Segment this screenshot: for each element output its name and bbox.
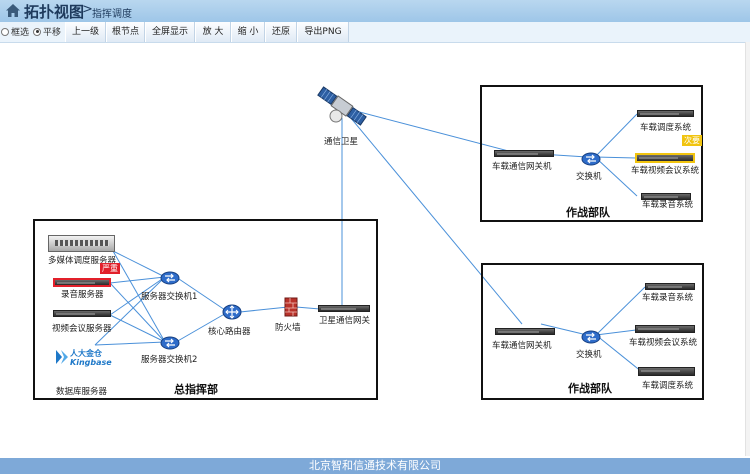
radio-off-icon — [1, 27, 9, 36]
radio-on-icon — [33, 27, 41, 36]
link-unit2-switch-recorder — [595, 286, 646, 336]
link-satellite-unit1 — [351, 109, 521, 155]
toolbar: 框选 平移 上一级 根节点 全屏显示 放 大 缩 小 还原 导出PNG — [0, 22, 750, 43]
video-conf-server-icon[interactable] — [53, 310, 111, 317]
video-conf-server-label: 视频会议服务器 — [52, 324, 112, 334]
kingbase-logo-cn: 人大金仓 — [70, 349, 102, 358]
link-unit2-switch-video — [595, 329, 637, 336]
company-name: 北京智和信通技术有限公司 — [309, 459, 441, 472]
link-router-firewall — [239, 306, 289, 313]
zoom-out-button[interactable]: 缩 小 — [231, 22, 265, 42]
sat-gateway-label: 卫星通信网关 — [319, 316, 371, 326]
minor-alarm-badge[interactable]: 次要 — [682, 135, 702, 146]
unit2-video-label: 车载视频会议系统 — [629, 338, 698, 348]
breadcrumb-separator: > — [82, 2, 93, 17]
link-multimedia-switch2 — [112, 250, 166, 343]
db-server-label: 数据库服务器 — [56, 387, 108, 397]
home-icon[interactable] — [5, 3, 21, 18]
unit2-video-icon[interactable] — [635, 325, 695, 333]
recorder-server-icon[interactable] — [53, 278, 111, 287]
unit1-gateway-icon[interactable] — [494, 150, 554, 157]
critical-alarm-badge[interactable]: 严重 — [100, 263, 120, 274]
unit2-gateway-icon[interactable] — [495, 328, 555, 335]
unit2-panel — [481, 263, 704, 400]
link-unit1-switch-video — [594, 156, 638, 159]
vertical-scrollbar[interactable] — [745, 42, 750, 456]
topology-canvas[interactable]: 通信卫星 总指挥部 多媒体调度服务器 严重 录音服务器 视频会议服务器 人大金仓… — [0, 42, 750, 456]
multimedia-server-label: 多媒体调度服务器 — [48, 256, 117, 266]
breadcrumb-current[interactable]: 指挥调度 — [92, 9, 132, 20]
kingbase-logo-icon — [56, 350, 68, 364]
export-png-button[interactable]: 导出PNG — [297, 22, 349, 42]
sat-gateway-icon[interactable] — [318, 305, 370, 312]
mode-select-radio[interactable]: 框选 — [1, 25, 29, 38]
mode-pan-radio[interactable]: 平移 — [33, 25, 61, 38]
link-switch2-router — [175, 311, 229, 343]
unit2-gateway-label: 车载通信网关机 — [492, 341, 552, 351]
unit1-panel — [480, 85, 703, 222]
multimedia-server-icon[interactable] — [48, 235, 115, 252]
link-recorder-switch1 — [109, 276, 166, 284]
restore-button[interactable]: 还原 — [265, 22, 297, 42]
footer-bar: 北京智和信通技术有限公司 — [0, 458, 750, 474]
firewall-label: 防火墙 — [275, 323, 301, 333]
kingbase-logo[interactable]: 人大金仓 Kingbase — [55, 348, 112, 368]
firewall-icon[interactable] — [284, 297, 298, 317]
root-node-button[interactable]: 根节点 — [106, 22, 145, 42]
unit2-title: 作战部队 — [568, 382, 612, 395]
link-db-switch1 — [94, 276, 166, 346]
link-video-switch2 — [109, 314, 166, 343]
unit1-gateway-label: 车载通信网关机 — [492, 162, 552, 172]
switch-icon[interactable] — [160, 334, 180, 350]
unit1-dispatch-icon[interactable] — [637, 110, 694, 117]
page-title: 拓扑视图 — [24, 3, 85, 21]
unit1-recorder-icon[interactable] — [641, 193, 691, 200]
unit1-dispatch-label: 车载调度系统 — [640, 123, 692, 133]
unit2-dispatch-icon[interactable] — [638, 367, 695, 376]
title-bar: 拓扑视图 > 指挥调度 — [0, 0, 750, 23]
zoom-in-button[interactable]: 放 大 — [195, 22, 231, 42]
link-multimedia-switch1 — [112, 250, 166, 278]
unit1-video-label: 车载视频会议系统 — [631, 166, 700, 176]
satellite-label: 通信卫星 — [324, 137, 359, 147]
hq-title: 总指挥部 — [174, 383, 218, 396]
link-switch1-router — [175, 276, 229, 313]
unit2-recorder-label: 车载录音系统 — [642, 293, 694, 303]
core-router-label: 核心路由器 — [208, 327, 251, 337]
link-satellite-unit2 — [349, 116, 523, 325]
link-db-switch2 — [94, 341, 166, 346]
switch-icon[interactable] — [581, 328, 601, 344]
satellite-icon[interactable] — [314, 78, 370, 134]
fullscreen-button[interactable]: 全屏显示 — [145, 22, 195, 42]
unit1-video-icon[interactable] — [635, 153, 695, 163]
topology-links — [94, 109, 646, 373]
up-level-button[interactable]: 上一级 — [65, 22, 106, 42]
kingbase-logo-en: Kingbase — [70, 358, 112, 367]
unit1-recorder-label: 车载录音系统 — [642, 200, 694, 210]
unit2-switch-label: 交换机 — [576, 350, 602, 360]
server-switch2-label: 服务器交换机2 — [141, 355, 198, 365]
link-unit1-switch-dispatch — [594, 113, 638, 158]
switch-icon[interactable] — [581, 150, 601, 166]
hq-panel — [33, 219, 378, 400]
link-firewall-gateway — [295, 306, 321, 310]
link-video-switch1 — [109, 276, 166, 316]
link-unit1-switch-recorder — [594, 156, 638, 197]
router-icon[interactable] — [222, 304, 242, 320]
link-unit2-switch-dispatch — [595, 334, 643, 373]
unit1-switch-label: 交换机 — [576, 172, 602, 182]
recorder-server-label: 录音服务器 — [61, 290, 104, 300]
unit2-dispatch-label: 车载调度系统 — [642, 381, 694, 391]
unit1-title: 作战部队 — [566, 206, 610, 219]
link-unit2-gateway-switch — [540, 323, 588, 336]
link-recorder-switch2 — [109, 282, 166, 343]
unit2-recorder-icon[interactable] — [645, 283, 695, 290]
switch-icon[interactable] — [160, 269, 180, 285]
server-switch1-label: 服务器交换机1 — [141, 292, 198, 302]
